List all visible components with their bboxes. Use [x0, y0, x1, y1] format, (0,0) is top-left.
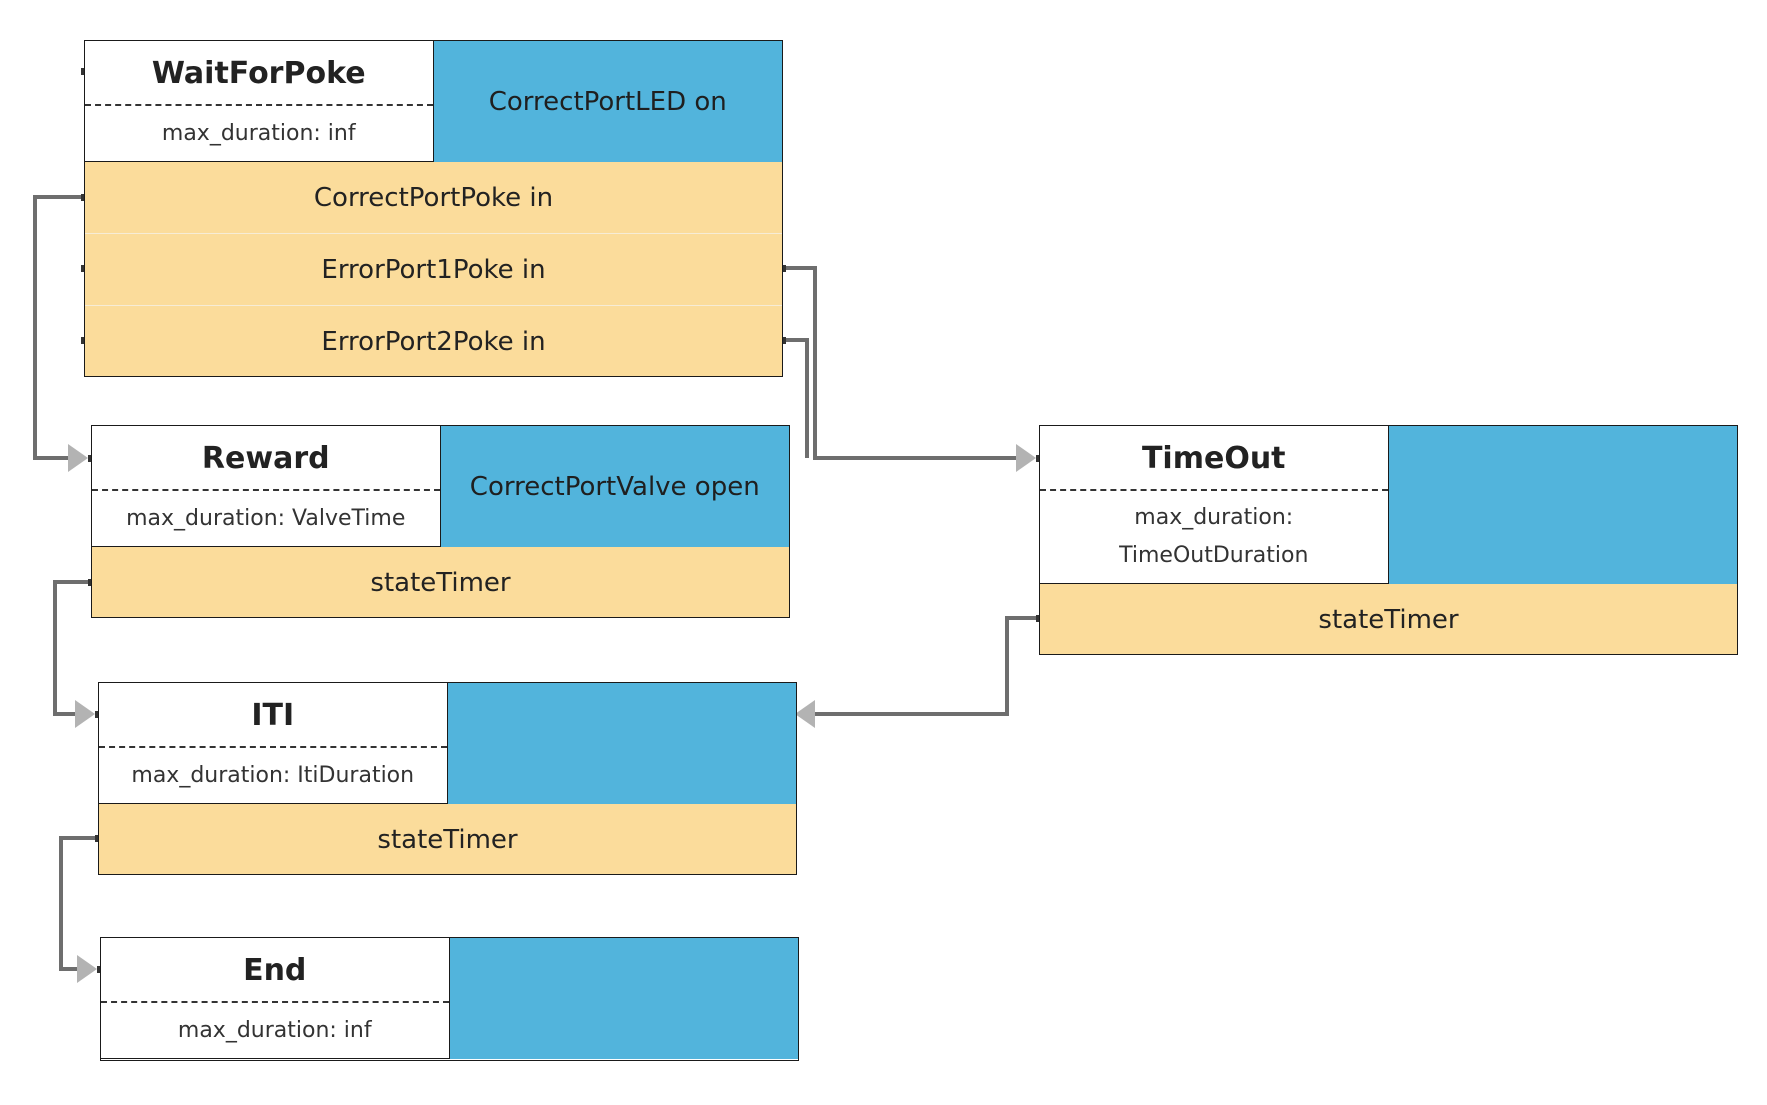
- state-name-box: End max_duration: inf: [101, 938, 450, 1059]
- state-max-duration: max_duration: inf: [177, 1017, 372, 1043]
- transition-row[interactable]: ErrorPort2Poke in: [321, 327, 546, 357]
- connector-reward-to-iti: [53, 580, 92, 716]
- state-header: End max_duration: inf: [101, 938, 798, 1059]
- state-max-duration-label: max_duration:: [1134, 504, 1294, 530]
- state-output-actions: [447, 683, 796, 804]
- state-output-actions: CorrectPortLED on: [433, 41, 782, 162]
- state-name-box: TimeOut max_duration: TimeOutDuration: [1040, 426, 1389, 584]
- state-header: ITI max_duration: ItiDuration: [99, 683, 796, 804]
- state-title: Reward: [92, 426, 440, 491]
- state-title: ITI: [99, 683, 447, 748]
- state-timeout[interactable]: TimeOut max_duration: TimeOutDuration st…: [1039, 425, 1738, 655]
- state-transitions: stateTimer: [92, 547, 789, 619]
- state-name-box: WaitForPoke max_duration: inf: [85, 41, 434, 162]
- state-transitions: CorrectPortPoke in ErrorPort1Poke in Err…: [85, 162, 782, 378]
- transition-row[interactable]: CorrectPortPoke in: [85, 162, 782, 234]
- state-header: TimeOut max_duration: TimeOutDuration: [1040, 426, 1737, 584]
- state-max-duration: max_duration: ItiDuration: [131, 762, 415, 788]
- state-end[interactable]: End max_duration: inf: [100, 937, 799, 1061]
- transition-row[interactable]: stateTimer: [370, 568, 511, 598]
- state-output-actions: [449, 938, 798, 1059]
- state-title: End: [101, 938, 449, 1003]
- arrowhead-reward: [68, 444, 88, 472]
- state-output-actions: [1388, 426, 1737, 584]
- connector-correctportpoke-to-reward: [33, 195, 84, 460]
- state-header: Reward max_duration: ValveTime CorrectPo…: [92, 426, 789, 547]
- arrowhead-iti-left: [75, 700, 95, 728]
- arrowhead-end: [77, 955, 97, 983]
- state-name-box: Reward max_duration: ValveTime: [92, 426, 441, 547]
- state-max-duration: max_duration: inf: [161, 120, 356, 146]
- state-name-box: ITI max_duration: ItiDuration: [99, 683, 448, 804]
- state-max-duration-value: TimeOutDuration: [1119, 542, 1309, 568]
- state-header: WaitForPoke max_duration: inf CorrectPor…: [85, 41, 782, 162]
- arrowhead-iti-right: [795, 700, 815, 728]
- state-reward[interactable]: Reward max_duration: ValveTime CorrectPo…: [91, 425, 790, 618]
- state-iti[interactable]: ITI max_duration: ItiDuration stateTimer: [98, 682, 797, 875]
- state-title: TimeOut: [1040, 426, 1388, 491]
- connector-timeout-to-iti: [810, 616, 1039, 716]
- state-waitforpoke[interactable]: WaitForPoke max_duration: inf CorrectPor…: [84, 40, 783, 377]
- transition-row[interactable]: stateTimer: [1318, 605, 1459, 635]
- connector-errorport1poke-to-timeout: [782, 266, 1018, 460]
- connector-iti-to-end: [59, 836, 99, 971]
- transition-row[interactable]: stateTimer: [377, 825, 518, 855]
- state-title: WaitForPoke: [85, 41, 433, 106]
- state-output-actions: CorrectPortValve open: [440, 426, 789, 547]
- state-transitions: stateTimer: [99, 804, 796, 876]
- state-max-duration: max_duration: ValveTime: [126, 505, 406, 531]
- transition-row[interactable]: ErrorPort1Poke in: [85, 234, 782, 306]
- state-transitions: stateTimer: [1040, 584, 1737, 656]
- arrowhead-timeout: [1016, 444, 1036, 472]
- state-max-duration: max_duration: TimeOutDuration: [1040, 491, 1388, 582]
